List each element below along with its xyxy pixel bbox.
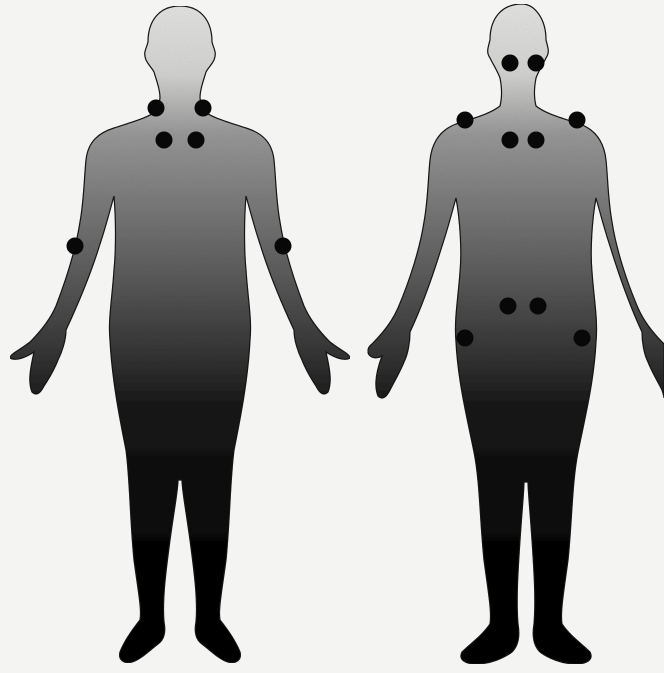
front-tender-point-left-lateral-epicondyle xyxy=(67,238,84,255)
back-tender-point-left-occiput xyxy=(502,55,519,72)
back-tender-point-left-supraspinatus xyxy=(500,298,517,315)
front-tender-point-right-low-neck xyxy=(195,100,212,117)
back-tender-point-right-occiput xyxy=(528,55,545,72)
front-tender-point-right-lateral-epicondyle xyxy=(275,238,292,255)
back-figure xyxy=(368,4,664,664)
back-tender-point-right-supraspinatus xyxy=(530,298,547,315)
back-tender-point-left-gluteal xyxy=(457,330,474,347)
back-tender-point-right-gluteal xyxy=(574,330,591,347)
back-body-silhouette xyxy=(368,4,664,664)
back-tender-point-left-shoulder xyxy=(457,112,474,129)
back-tender-point-right-shoulder xyxy=(569,112,586,129)
front-tender-point-left-low-neck xyxy=(148,100,165,117)
front-tender-point-right-second-rib xyxy=(188,132,205,149)
front-figure xyxy=(10,6,350,663)
back-tender-point-left-trapezius xyxy=(502,132,519,149)
front-tender-point-left-second-rib xyxy=(156,132,173,149)
back-tender-point-right-trapezius xyxy=(528,132,545,149)
front-body-silhouette xyxy=(10,6,350,663)
